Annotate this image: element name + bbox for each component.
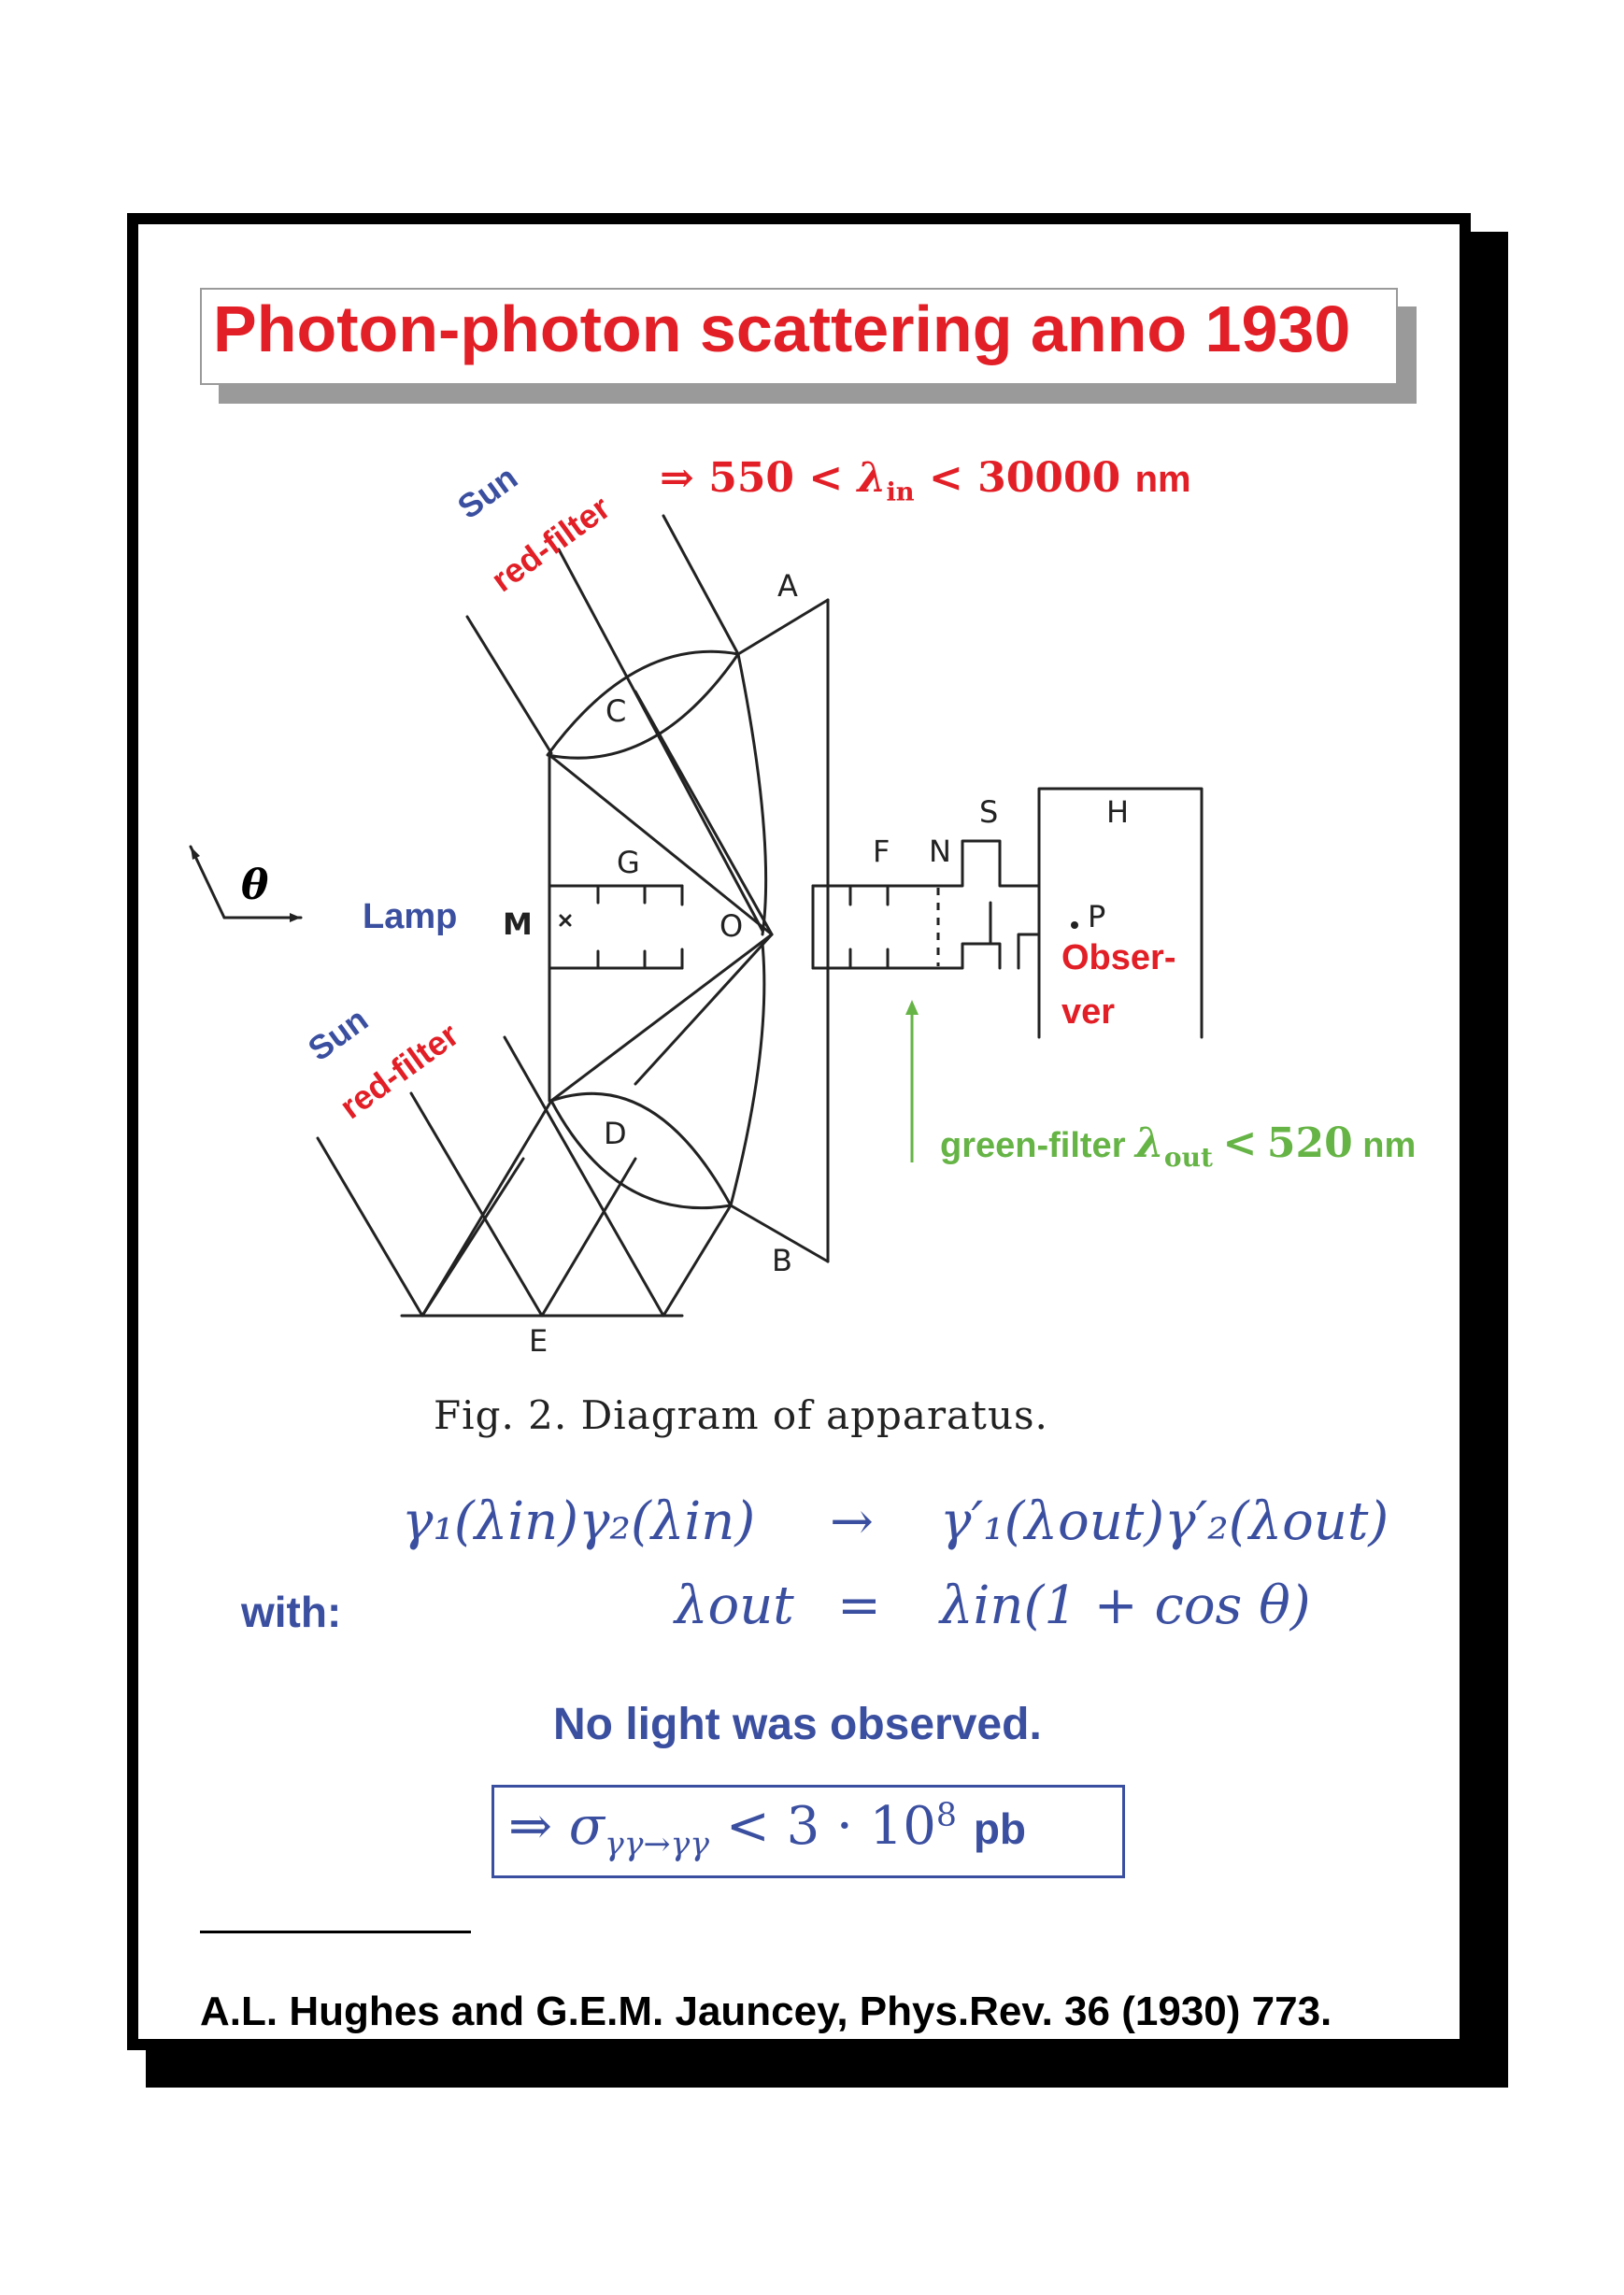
letter-f: F <box>873 834 890 869</box>
lower-arc <box>729 942 766 1207</box>
sigma-sub: γγ→γγ <box>604 1826 710 1864</box>
lambda-sub: in <box>886 477 915 507</box>
letter-d: D <box>604 1116 627 1151</box>
footnote-rule <box>200 1931 471 1933</box>
sun-ray-1 <box>465 615 553 755</box>
lamp-label: Lamp <box>363 897 458 936</box>
figure-caption: Fig. 2. Diagram of apparatus. <box>434 1392 1048 1438</box>
point-p <box>1071 921 1078 929</box>
green-value: 520 <box>1266 1119 1353 1167</box>
sun-ray-3 <box>662 514 740 656</box>
relation-rhs: λin(1 + cos θ) <box>940 1575 1311 1636</box>
ray-d-o <box>549 933 774 1103</box>
letter-e: E <box>529 1323 548 1359</box>
reference-text: A.L. Hughes and G.E.M. Jauncey, Phys.Rev… <box>200 1989 1332 2034</box>
letter-s: S <box>979 794 998 830</box>
lamp-marker <box>559 914 572 927</box>
title-box <box>200 288 1398 385</box>
with-label: with: <box>241 1588 342 1636</box>
relation-equals: = <box>837 1575 881 1636</box>
sigma-symbol: σ <box>568 1796 605 1857</box>
result-lt: < <box>725 1796 770 1857</box>
lens-d <box>549 1091 733 1210</box>
less-than-2: < <box>928 454 963 502</box>
less-than: < <box>808 454 844 502</box>
ray-d-o-2 <box>634 933 774 1086</box>
theta-symbol: θ <box>241 862 269 909</box>
letter-m: M <box>503 906 533 942</box>
result-box <box>491 1785 1125 1878</box>
ray-c-o-2 <box>634 690 774 936</box>
theta-axis-r <box>189 845 226 919</box>
result-value: 3 · 10 <box>786 1796 936 1857</box>
relation-lhs: λout <box>675 1575 794 1636</box>
unit: nm <box>1134 459 1191 500</box>
letter-n: N <box>929 834 951 869</box>
letter-a: A <box>777 568 798 604</box>
observer-label-1: Obser- <box>1061 938 1176 977</box>
result-arrow: ⇒ <box>508 1796 552 1857</box>
reaction-rhs-text: γ′₁(λout)γ′₂(λout) <box>940 1491 1389 1552</box>
green-filter-text: green-filter <box>940 1126 1126 1165</box>
letter-p: P <box>1088 899 1105 934</box>
lambda-symbol: λ <box>857 454 887 502</box>
cross-section-limit: ⇒ σγγ→γγ < 3 · 108 pb <box>508 1796 1026 1863</box>
reaction-rhs: γ′₁(λout)γ′₂(λout) <box>940 1491 1389 1552</box>
input-wavelength-condition: ⇒ 550 < λin < 30000 nm <box>660 454 1191 507</box>
s-step-top <box>942 839 1020 888</box>
letter-c: C <box>605 693 626 729</box>
h-chamber <box>1037 787 1204 1039</box>
theta-label: θ <box>241 862 268 909</box>
green-lt: < <box>1222 1119 1258 1167</box>
green-lambda: λ <box>1135 1119 1164 1167</box>
reaction-lhs: γ₁(λin)γ₂(λin) <box>402 1491 755 1552</box>
result-unit: pb <box>973 1804 1027 1853</box>
implies-arrow: ⇒ <box>660 454 694 502</box>
letter-g: G <box>617 845 640 880</box>
letter-b: B <box>772 1243 792 1278</box>
reaction-lhs-text: γ₁(λin)γ₂(λin) <box>402 1491 756 1552</box>
green-filter-label: green-filter λout < 520 nm <box>940 1119 1416 1173</box>
observer-label-2: ver <box>1061 992 1116 1032</box>
green-lambda-sub: out <box>1163 1141 1213 1173</box>
top-edge-a <box>736 598 830 656</box>
slide-frame <box>127 213 1471 2050</box>
ray-c-o <box>548 753 774 936</box>
letter-o: O <box>719 908 743 944</box>
letter-h: H <box>1106 794 1129 830</box>
bottom-edge-b <box>729 1204 830 1263</box>
green-unit: nm <box>1362 1126 1417 1165</box>
upper-arc <box>736 652 768 936</box>
slide-title: Photon-photon scattering anno 1930 <box>213 292 1351 365</box>
reaction-arrow: → <box>830 1491 874 1552</box>
conclusion-text: No light was observed. <box>553 1700 1042 1749</box>
s-step-bottom <box>942 942 1002 970</box>
sun-ray-2 <box>557 548 764 933</box>
upper-bound: 30000 <box>977 454 1121 502</box>
lower-bound: 550 <box>708 454 795 502</box>
result-exponent: 8 <box>935 1796 957 1834</box>
h-inner <box>1017 933 1041 970</box>
